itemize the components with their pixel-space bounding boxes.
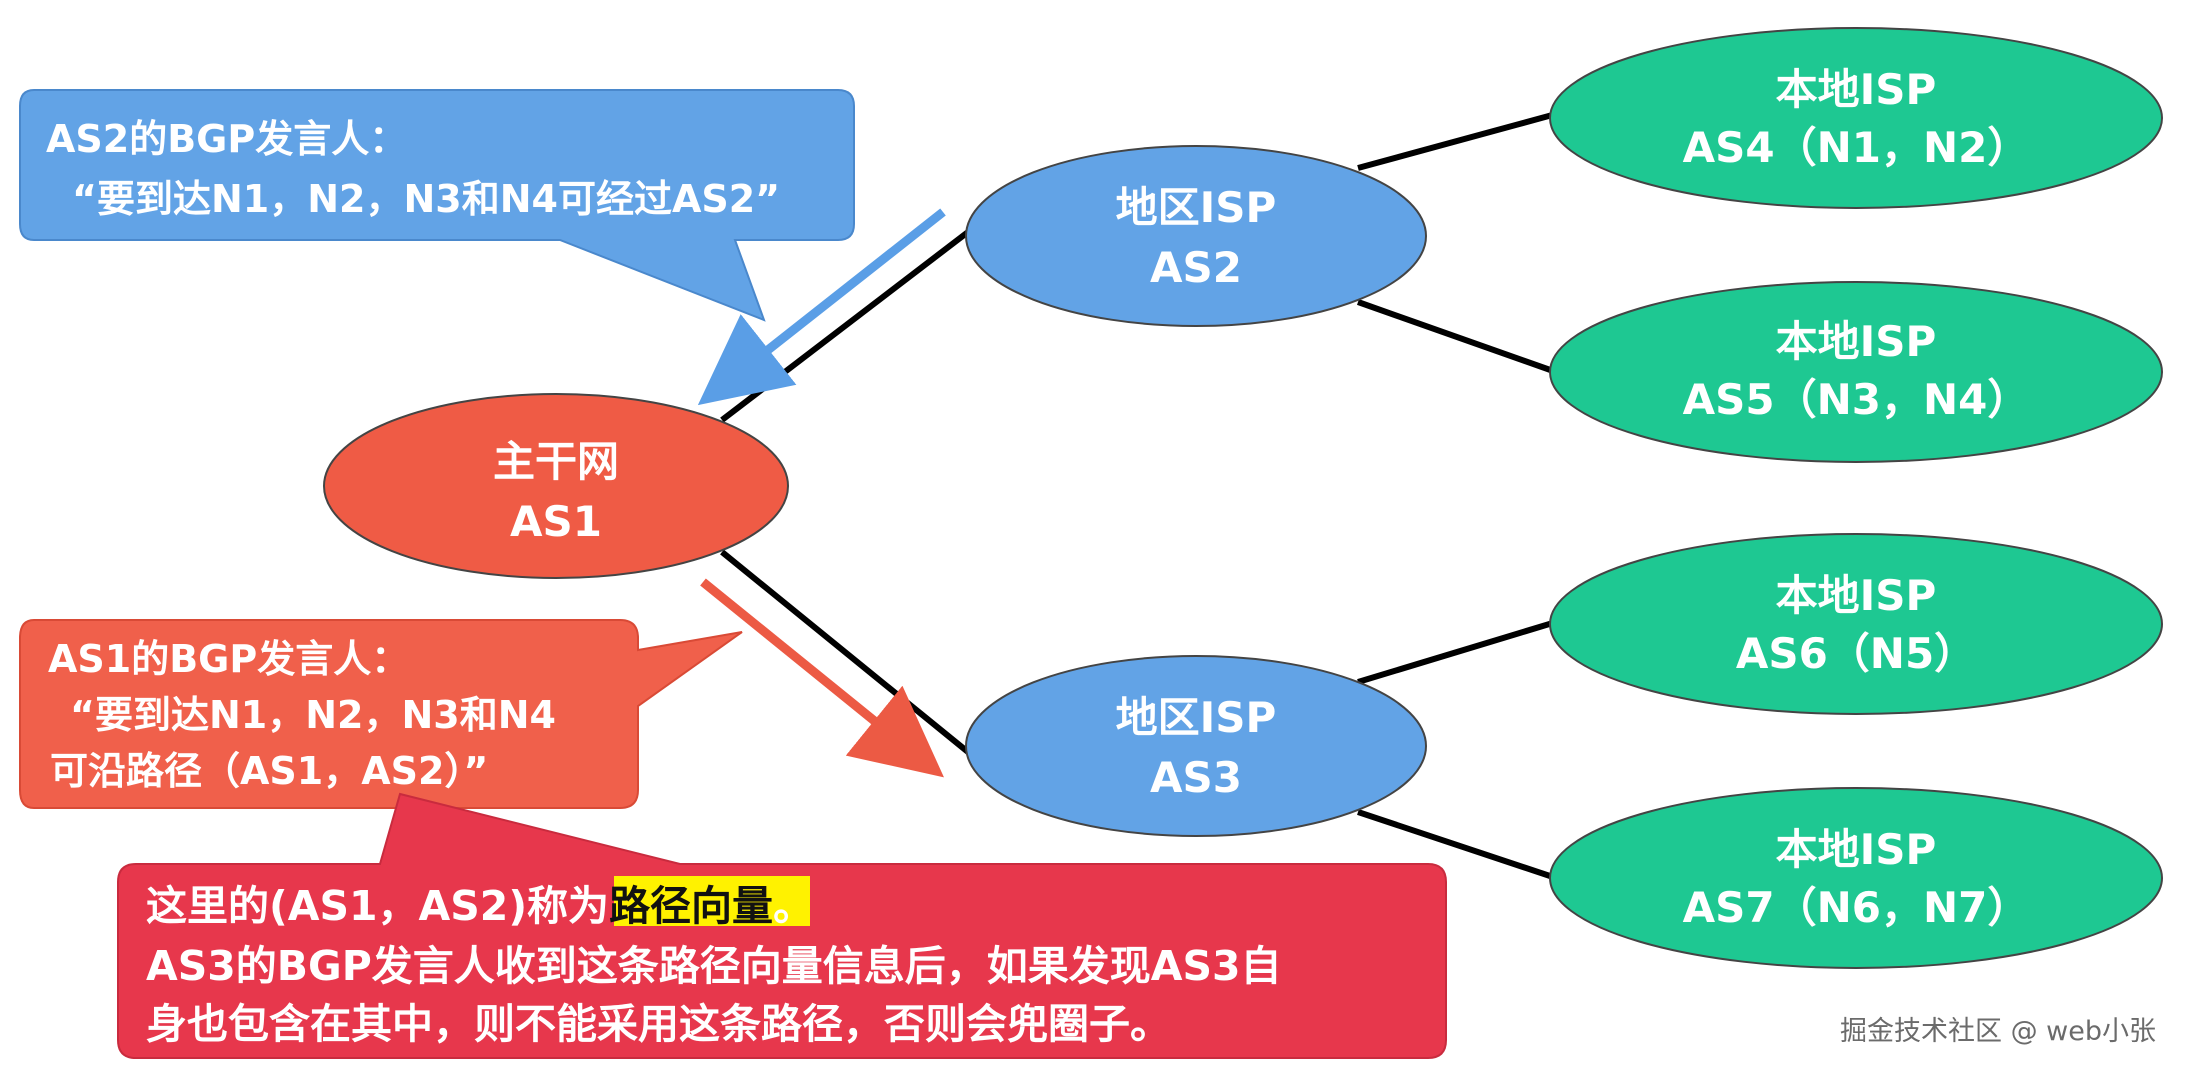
node-as2-name: 地区ISP bbox=[1116, 183, 1277, 232]
node-as1-shape bbox=[323, 393, 789, 579]
arrow-as1-to-as3 bbox=[700, 578, 944, 778]
callout-as1-line1: AS1的BGP发言人： bbox=[48, 637, 409, 681]
node-as5-label: AS5（N3，N4） bbox=[1683, 375, 2030, 424]
node-as2-regional: 地区ISP AS2 bbox=[965, 145, 1427, 327]
note-line1-prefix: 这里的(AS1，AS2)称为 bbox=[146, 882, 609, 930]
node-as4-label: AS4（N1，N2） bbox=[1683, 123, 2030, 172]
highlight-mark bbox=[614, 876, 810, 926]
link-as3-as6 bbox=[1357, 619, 1557, 685]
callout-as1-line2: “要到达N1，N2，N3和N4 bbox=[70, 693, 556, 737]
node-as1-label: AS1 bbox=[510, 497, 602, 546]
link-as2-as4 bbox=[1357, 111, 1557, 171]
callout-as1-speaker: AS1的BGP发言人： “要到达N1，N2，N3和N4 可沿路径（AS1，AS2… bbox=[19, 619, 743, 809]
note-line3: 身也包含在其中，则不能采用这条路径，否则会兜圈子。 bbox=[146, 1000, 1171, 1048]
note-line1-suffix: 。 bbox=[773, 882, 814, 930]
callout-as2-line2: “要到达N1，N2，N3和N4可经过AS2” bbox=[72, 177, 780, 221]
node-as3-label: AS3 bbox=[1150, 753, 1242, 802]
node-as6-local: 本地ISP AS6（N5） bbox=[1549, 533, 2163, 715]
callout-as1-line3: 可沿路径（AS1，AS2）” bbox=[50, 749, 488, 793]
node-as1-backbone: 主干网 AS1 bbox=[323, 393, 789, 579]
path-vector-note: 这里的(AS1，AS2)称为路径向量。 AS3的BGP发言人收到这条路径向量信息… bbox=[117, 792, 1447, 1059]
note-line2: AS3的BGP发言人收到这条路径向量信息后，如果发现AS3自 bbox=[146, 942, 1282, 990]
watermark: 掘金技术社区 @ web小张 bbox=[1840, 1016, 2156, 1047]
node-as7-label: AS7（N6，N7） bbox=[1683, 883, 2030, 932]
arrow-as2-to-as1 bbox=[697, 208, 946, 406]
note-line1: 这里的(AS1，AS2)称为路径向量。 bbox=[146, 882, 814, 930]
node-as6-name: 本地ISP bbox=[1776, 571, 1937, 620]
link-as2-as5 bbox=[1357, 299, 1557, 375]
node-as7-local: 本地ISP AS7（N6，N7） bbox=[1549, 787, 2163, 969]
node-as7-name: 本地ISP bbox=[1776, 825, 1937, 874]
callout-as2-speaker: AS2的BGP发言人： “要到达N1，N2，N3和N4可经过AS2” bbox=[19, 89, 855, 322]
node-as3-name: 地区ISP bbox=[1116, 693, 1277, 742]
node-as5-shape bbox=[1549, 281, 2163, 463]
node-as4-shape bbox=[1549, 27, 2163, 209]
note-line1-highlight: 路径向量 bbox=[609, 882, 773, 930]
callout-as2-line1: AS2的BGP发言人： bbox=[46, 117, 407, 161]
node-as5-name: 本地ISP bbox=[1776, 317, 1937, 366]
node-as1-name: 主干网 bbox=[493, 437, 619, 486]
node-as3-regional: 地区ISP AS3 bbox=[965, 655, 1427, 837]
node-as2-label: AS2 bbox=[1150, 243, 1242, 292]
node-as4-name: 本地ISP bbox=[1776, 65, 1937, 114]
node-as6-shape bbox=[1549, 533, 2163, 715]
link-as1-as3 bbox=[720, 549, 970, 755]
node-as7-shape bbox=[1549, 787, 2163, 969]
link-as1-as2 bbox=[720, 229, 970, 423]
node-as5-local: 本地ISP AS5（N3，N4） bbox=[1549, 281, 2163, 463]
node-as2-shape bbox=[965, 145, 1427, 327]
node-as4-local: 本地ISP AS4（N1，N2） bbox=[1549, 27, 2163, 209]
node-as6-label: AS6（N5） bbox=[1736, 629, 1976, 678]
link-as3-as7 bbox=[1357, 809, 1557, 881]
node-as3-shape bbox=[965, 655, 1427, 837]
